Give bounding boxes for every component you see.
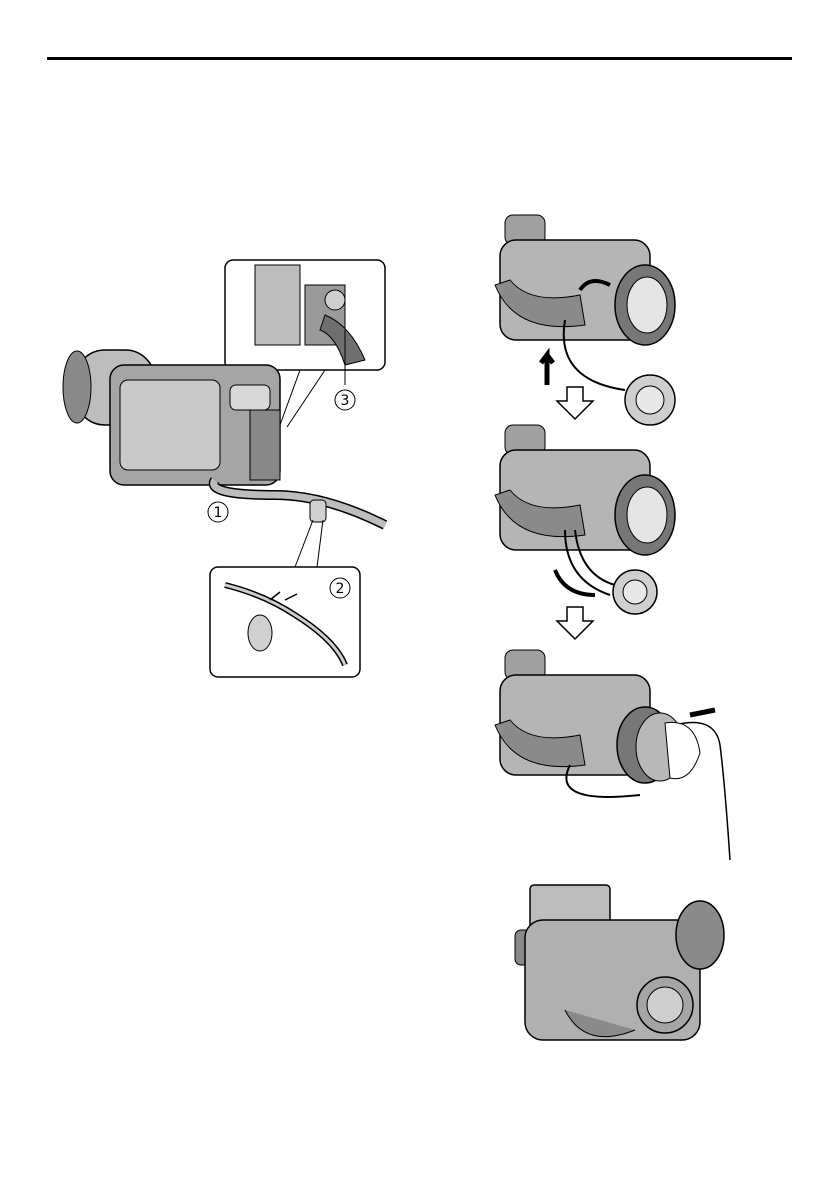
- svg-text:3: 3: [341, 393, 350, 409]
- inset-strap-loop: 2: [210, 567, 360, 677]
- arrow-down-1: [555, 385, 595, 421]
- figure-lens-cap-step-3: [485, 645, 745, 865]
- callout-3: 3: [335, 390, 355, 410]
- figure-grip-strap: 3 1 2: [55, 255, 395, 685]
- figure-lens-cap-step-1: [485, 205, 705, 430]
- arrow-down-2: [555, 605, 595, 641]
- callout-1: 1: [208, 502, 228, 522]
- svg-text:1: 1: [214, 505, 223, 521]
- header-rule: [47, 57, 792, 60]
- figure-lens-cap-step-2: [485, 420, 705, 615]
- svg-text:2: 2: [336, 581, 345, 597]
- callout-2: 2: [330, 578, 350, 598]
- figure-camcorder-cap-stowed: [505, 880, 730, 1055]
- camcorder-body: [63, 350, 280, 485]
